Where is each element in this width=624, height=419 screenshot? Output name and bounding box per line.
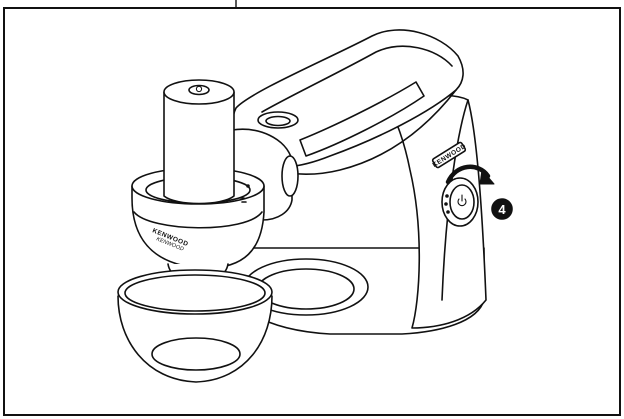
hub-mount-ring — [281, 155, 299, 197]
figure-border — [3, 7, 621, 416]
bowl-bottom — [151, 337, 241, 371]
step-number: 4 — [498, 202, 506, 217]
head-top-panel — [261, 45, 453, 113]
collar-band — [133, 211, 263, 229]
dial-marker — [446, 210, 450, 214]
mixer-brand-badge — [431, 141, 467, 169]
speed-dial[interactable] — [449, 184, 475, 220]
step-callout — [491, 198, 513, 220]
stand-mixer: KENWOOD 4 KENWOOD KENWOOD — [117, 29, 513, 383]
dial-marker — [445, 194, 449, 198]
feed-tube — [163, 91, 235, 205]
head-outlet-inner — [265, 115, 291, 127]
dial-marker — [444, 202, 448, 206]
head-side-strip — [299, 81, 425, 157]
power-icon — [457, 194, 467, 207]
feed-tube-cap — [188, 84, 210, 96]
collar-mark — [246, 184, 250, 188]
tube-icon — [195, 85, 203, 93]
bowl-rim-inner — [124, 274, 266, 312]
rotate-arrow-icon — [445, 164, 495, 185]
